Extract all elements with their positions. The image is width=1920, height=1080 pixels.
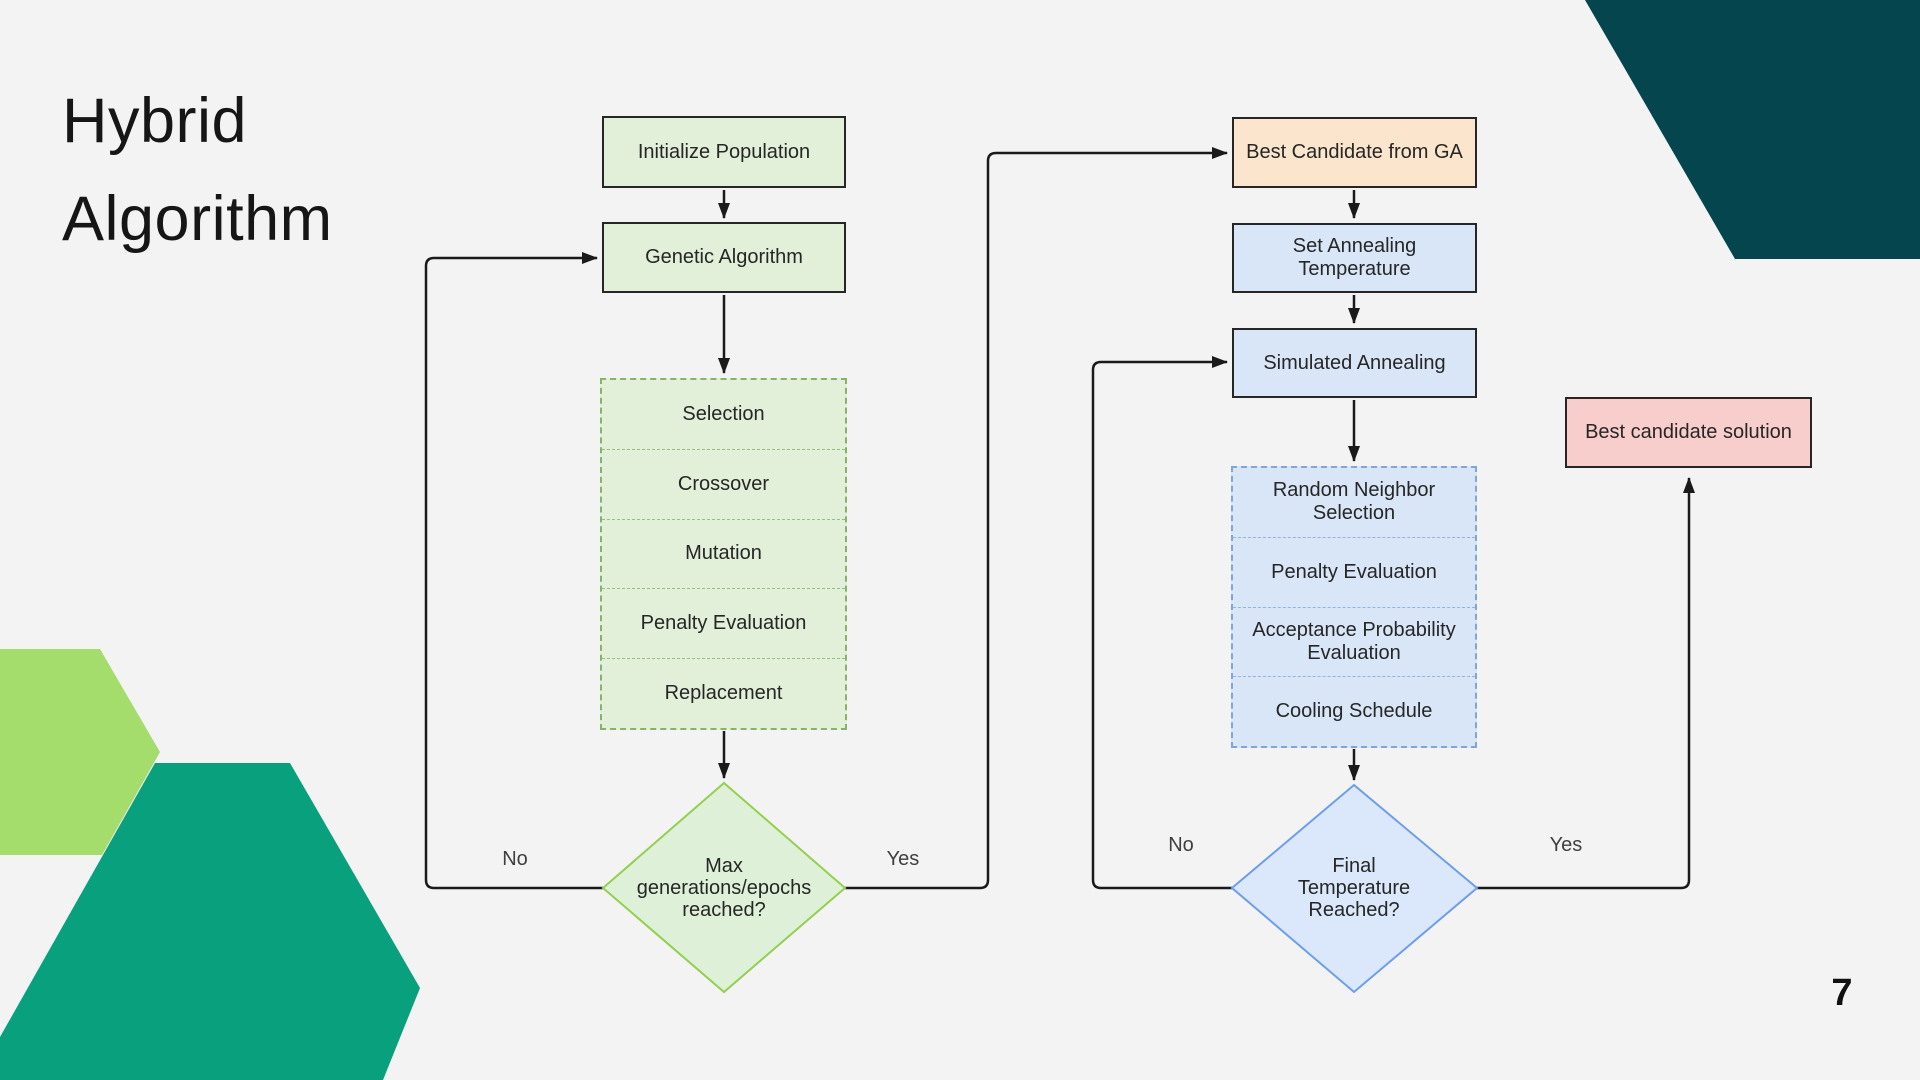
ga-step-replacement: Replacement	[602, 658, 845, 728]
node-set-annealing-line1: Set Annealing	[1292, 235, 1417, 257]
node-genetic-algorithm-label: Genetic Algorithm	[645, 246, 803, 268]
ga-step-selection-label: Selection	[682, 402, 765, 425]
sa-step-rns-line1: Random Neighbor	[1272, 479, 1436, 502]
teal-hexagon-decor	[0, 763, 420, 1080]
node-best-candidate-solution: Best candidate solution	[1565, 397, 1812, 468]
edge-sa-yes	[1477, 477, 1695, 890]
node-set-annealing-temperature: Set Annealing Temperature	[1232, 223, 1477, 293]
node-best-candidate-from-ga-label: Best Candidate from GA	[1246, 141, 1463, 163]
dark-teal-hexagon-decor	[1585, 0, 1920, 259]
sa-step-acceptance-line2: Evaluation	[1307, 641, 1401, 664]
sa-step-acceptance-line1: Acceptance Probability	[1252, 618, 1456, 641]
node-best-candidate-from-ga: Best Candidate from GA	[1232, 117, 1477, 188]
sa-step-penalty-label: Penalty Evaluation	[1271, 560, 1437, 583]
sa-step-cooling-label: Cooling Schedule	[1275, 700, 1433, 723]
ga-step-replacement-label: Replacement	[664, 682, 783, 705]
ga-step-penalty-evaluation: Penalty Evaluation	[602, 588, 845, 658]
sa-step-random-neighbor-selection: Random Neighbor Selection	[1233, 468, 1475, 537]
ga-no-label: No	[502, 848, 528, 870]
node-simulated-annealing: Simulated Annealing	[1232, 328, 1477, 398]
ga-step-mutation-label: Mutation	[685, 542, 762, 565]
node-simulated-annealing-label: Simulated Annealing	[1263, 351, 1446, 374]
light-green-hexagon-decor	[0, 649, 160, 855]
ga-yes-label: Yes	[886, 848, 920, 870]
ga-step-mutation: Mutation	[602, 518, 845, 589]
ga-step-crossover: Crossover	[602, 448, 845, 519]
sa-step-rns-line2: Selection	[1312, 502, 1396, 525]
node-set-annealing-line2: Temperature	[1298, 258, 1411, 280]
edge-ga-yes	[845, 147, 1228, 890]
sa-step-acceptance-probability: Acceptance Probability Evaluation	[1233, 606, 1475, 677]
ga-step-penalty-evaluation-label: Penalty Evaluation	[640, 612, 807, 635]
ga-step-selection: Selection	[602, 380, 845, 449]
node-genetic-algorithm: Genetic Algorithm	[602, 222, 846, 293]
sa-step-cooling-schedule: Cooling Schedule	[1233, 676, 1475, 746]
sa-steps-container: Random Neighbor Selection Penalty Evalua…	[1231, 466, 1477, 748]
ga-step-crossover-label: Crossover	[677, 472, 770, 495]
node-initialize-population-label: Initialize Population	[637, 140, 811, 163]
slide-title-line1: Hybrid	[62, 86, 248, 156]
slide-title-line2: Algorithm	[62, 184, 333, 254]
node-best-candidate-solution-label: Best candidate solution	[1585, 421, 1792, 443]
node-initialize-population: Initialize Population	[602, 116, 846, 188]
sa-step-penalty-evaluation: Penalty Evaluation	[1233, 536, 1475, 607]
connectors	[424, 147, 1695, 890]
sa-yes-label: Yes	[1549, 834, 1583, 856]
ga-decision-diamond	[601, 781, 847, 994]
sa-decision-diamond	[1230, 783, 1479, 994]
edge-ga-no-loop	[424, 252, 603, 890]
edge-sa-no-loop	[1091, 356, 1232, 890]
ga-steps-container: Selection Crossover Mutation Penalty Eva…	[600, 378, 847, 730]
sa-no-label: No	[1168, 834, 1194, 856]
page-number: 7	[1831, 972, 1853, 1014]
